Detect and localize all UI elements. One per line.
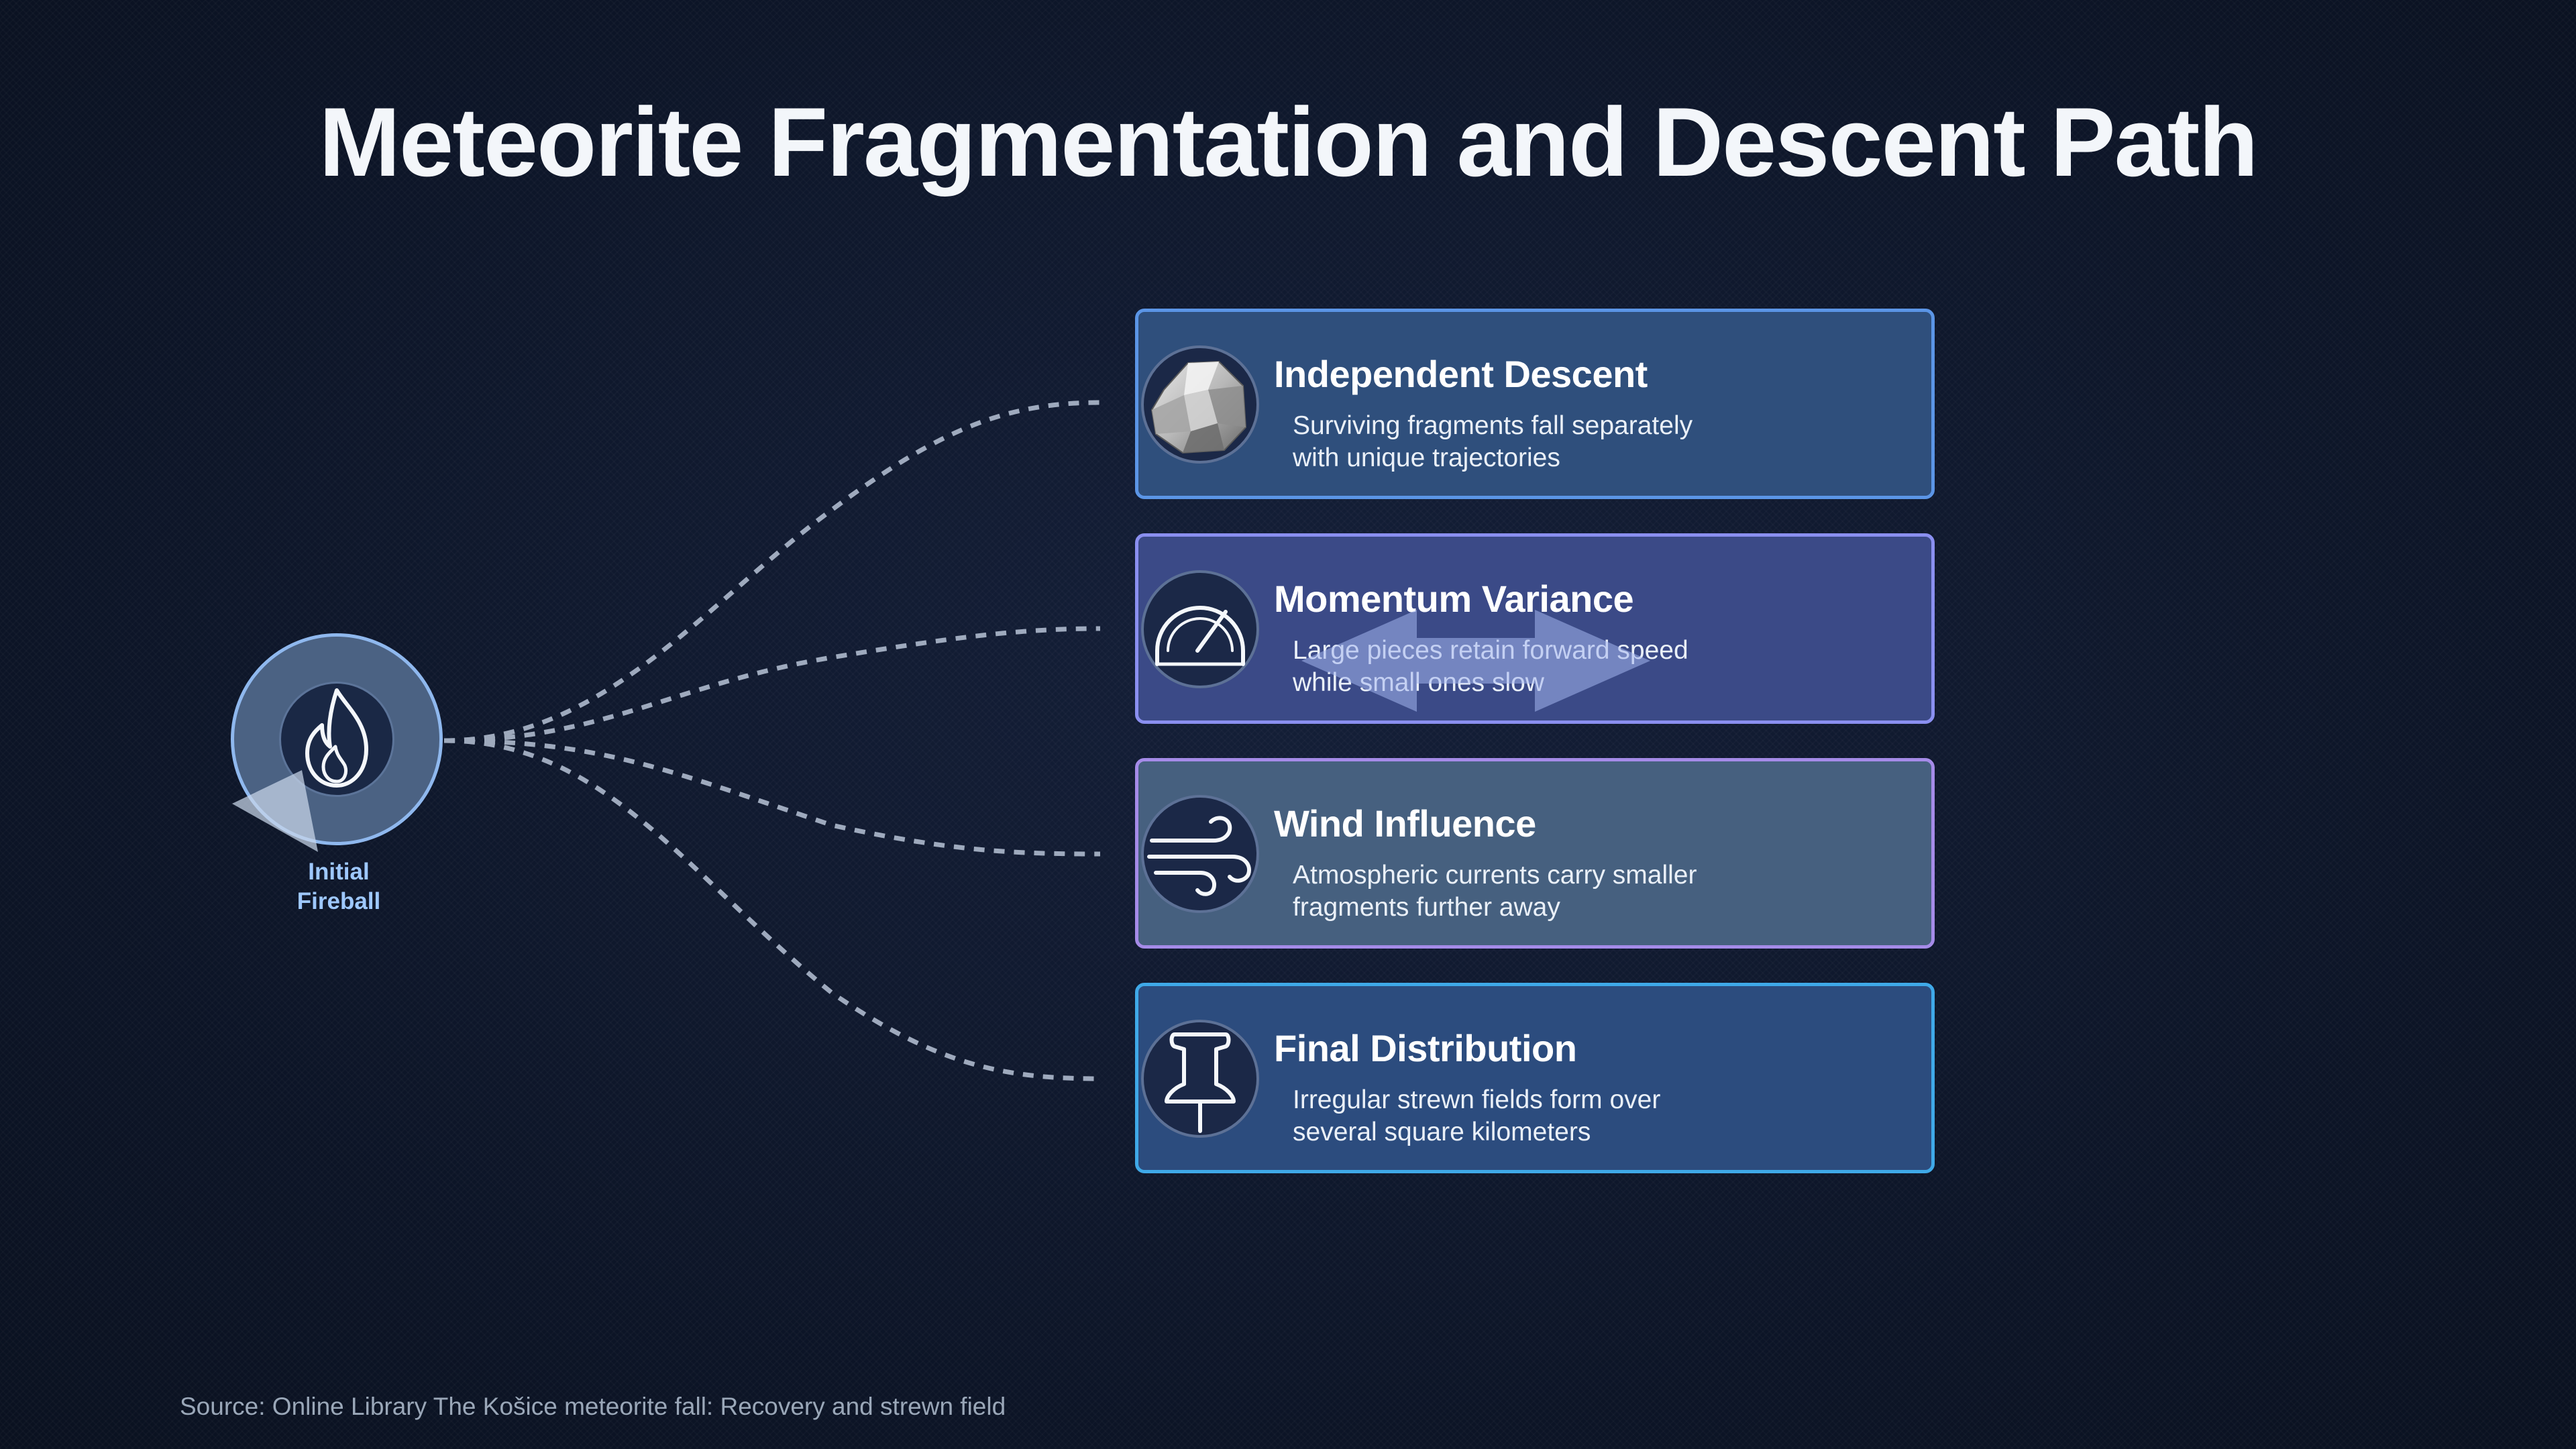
pointer-triangle-icon xyxy=(232,770,318,852)
double-arrow-icon xyxy=(1301,610,1650,712)
card-description-line-1: Irregular strewn fields form over xyxy=(1293,1085,1661,1114)
card-description: Atmospheric currents carry smaller fragm… xyxy=(1293,859,1896,924)
card-description: Surviving fragments fall separately with… xyxy=(1293,410,1896,474)
hub-label-line-1: Initial xyxy=(308,859,370,885)
connector-line-3 xyxy=(443,738,1101,857)
card-final-distribution: Final Distribution Irregular strewn fiel… xyxy=(1135,983,1935,1173)
card-title: Momentum Variance xyxy=(1274,578,1634,620)
card-icon-circle xyxy=(1141,1020,1259,1138)
card-icon-circle xyxy=(1141,570,1259,688)
card-description-line-1: Atmospheric currents carry smaller xyxy=(1293,861,1697,890)
connector-line-1 xyxy=(443,400,1101,743)
pushpin-icon xyxy=(1165,1032,1236,1133)
card-description: Irregular strewn fields form over severa… xyxy=(1293,1084,1896,1148)
card-description-line-2: with unique trajectories xyxy=(1293,443,1560,472)
source-citation: Source: Online Library The Košice meteor… xyxy=(180,1393,1006,1420)
hub-label: Initial Fireball xyxy=(255,857,423,916)
card-description-line-2: fragments further away xyxy=(1293,893,1560,922)
fireball-hub-inner xyxy=(279,682,394,797)
card-title: Wind Influence xyxy=(1274,802,1536,845)
card-wind-influence: Wind Influence Atmospheric currents carr… xyxy=(1135,758,1935,949)
page-title: Meteorite Fragmentation and Descent Path xyxy=(319,87,2258,197)
card-title: Final Distribution xyxy=(1274,1027,1577,1069)
card-title: Independent Descent xyxy=(1274,353,1648,395)
wind-icon xyxy=(1147,816,1251,896)
hub-label-line-2: Fireball xyxy=(297,888,381,914)
flame-icon xyxy=(305,688,368,788)
connector-line-4 xyxy=(443,738,1101,1081)
card-description-line-2: several square kilometers xyxy=(1293,1118,1591,1146)
card-icon-circle xyxy=(1141,795,1259,913)
connector-line-2 xyxy=(443,626,1101,743)
speedometer-icon xyxy=(1155,606,1245,666)
card-description-line-1: Surviving fragments fall separately xyxy=(1293,411,1693,440)
rock-icon xyxy=(1150,360,1247,454)
card-icon-circle xyxy=(1141,345,1259,464)
card-independent-descent: Independent Descent Surviving fragments … xyxy=(1135,309,1935,499)
